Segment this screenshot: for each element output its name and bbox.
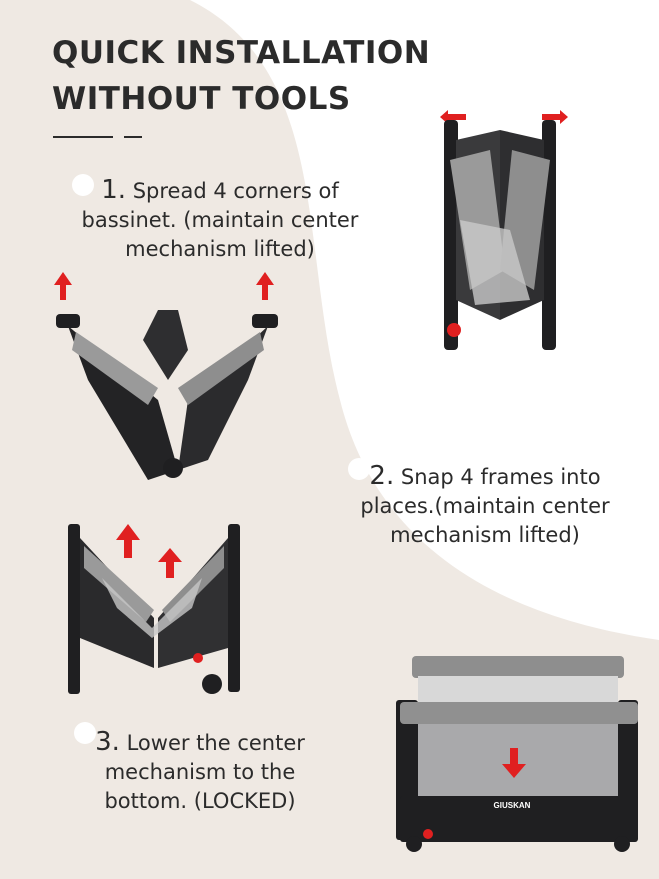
step-3-line-2: mechanism to the	[104, 760, 296, 784]
brand-label: GIUSKAN	[494, 801, 531, 810]
step-2-line-2: places.(maintain center	[360, 494, 610, 518]
red-up-arrow-icon	[116, 524, 140, 558]
title-rule-long	[53, 136, 113, 138]
red-down-arrow-icon	[502, 748, 526, 778]
step-2-number: 2.	[369, 461, 395, 491]
step-1-line-1: Spread 4 corners of	[132, 179, 339, 203]
step-2-line-3: mechanism lifted)	[390, 523, 580, 547]
step-1-number: 1.	[101, 175, 127, 205]
step-1-dot	[72, 174, 94, 196]
title-rule-short	[124, 136, 142, 138]
red-up-arrow-icon	[54, 272, 72, 300]
step-2-dot	[348, 458, 370, 480]
step-3-dot	[74, 722, 96, 744]
red-up-arrow-icon	[256, 272, 274, 300]
step-2-crib-image	[68, 524, 240, 694]
folded-crib-image	[440, 110, 568, 350]
title-line-1: QUICK INSTALLATION	[52, 35, 431, 71]
red-up-arrow-icon	[158, 548, 182, 578]
step-1-line-3: mechanism lifted)	[125, 237, 315, 261]
title-line-2: WITHOUT TOOLS	[52, 81, 351, 117]
step-1-line-2: bassinet. (maintain center	[81, 208, 359, 232]
step-1-text: 1. Spread 4 corners of bassinet. (mainta…	[60, 176, 380, 264]
step-2-line-1: Snap 4 frames into	[400, 465, 601, 489]
step-2-text: 2. Snap 4 frames into places.(maintain c…	[340, 462, 630, 550]
step-1-crib-image	[54, 272, 278, 480]
page-title: QUICK INSTALLATION WITHOUT TOOLS	[52, 30, 430, 122]
red-arrow-icon	[542, 110, 568, 124]
step-3-line-3: bottom. (LOCKED)	[104, 789, 296, 813]
step-3-number: 3.	[95, 727, 120, 757]
step-3-line-1: Lower the center	[126, 731, 305, 755]
final-crib-image: GIUSKAN	[396, 656, 638, 852]
step-3-text: 3. Lower the center mechanism to the bot…	[70, 728, 330, 816]
